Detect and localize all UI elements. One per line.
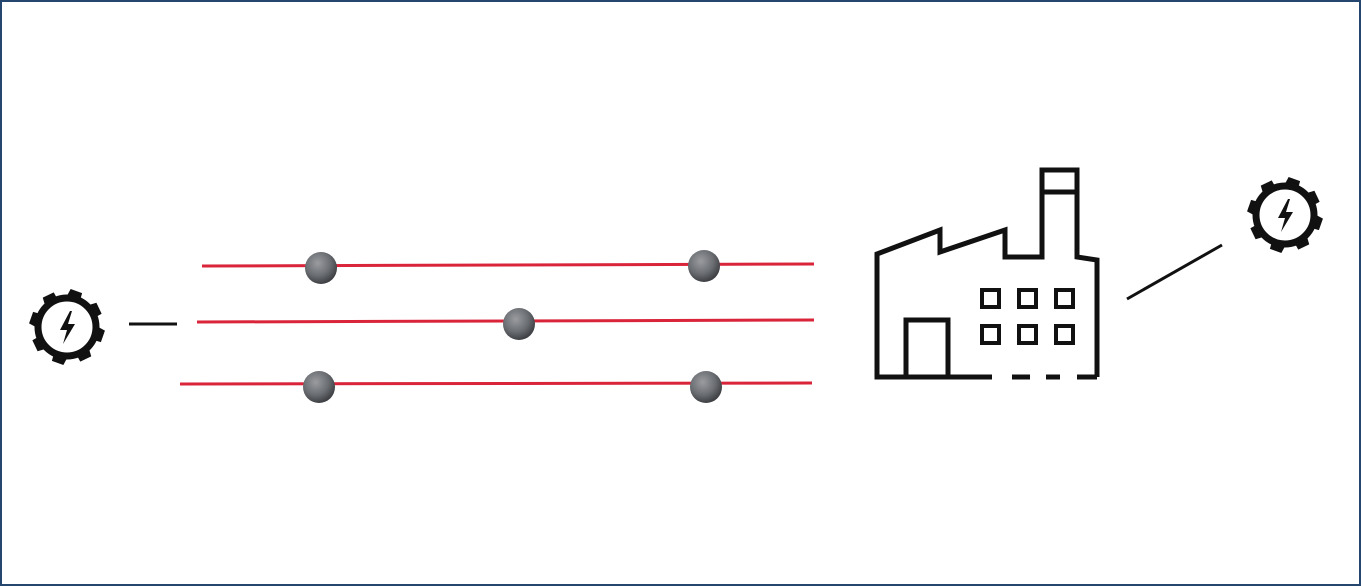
right-generator-icon — [1247, 177, 1323, 253]
left-generator-icon — [29, 289, 105, 365]
insulator-ball-2 — [688, 250, 720, 282]
insulator-ball-3 — [503, 308, 535, 340]
factory-icon — [874, 167, 1100, 380]
insulator-ball-1 — [305, 252, 337, 284]
right-connector-line — [1126, 243, 1223, 301]
insulator-ball-5 — [690, 371, 722, 403]
insulator-ball-4 — [303, 371, 335, 403]
insulators — [303, 250, 722, 403]
conductor-line-1 — [201, 262, 815, 268]
conductor-lines — [179, 262, 815, 386]
